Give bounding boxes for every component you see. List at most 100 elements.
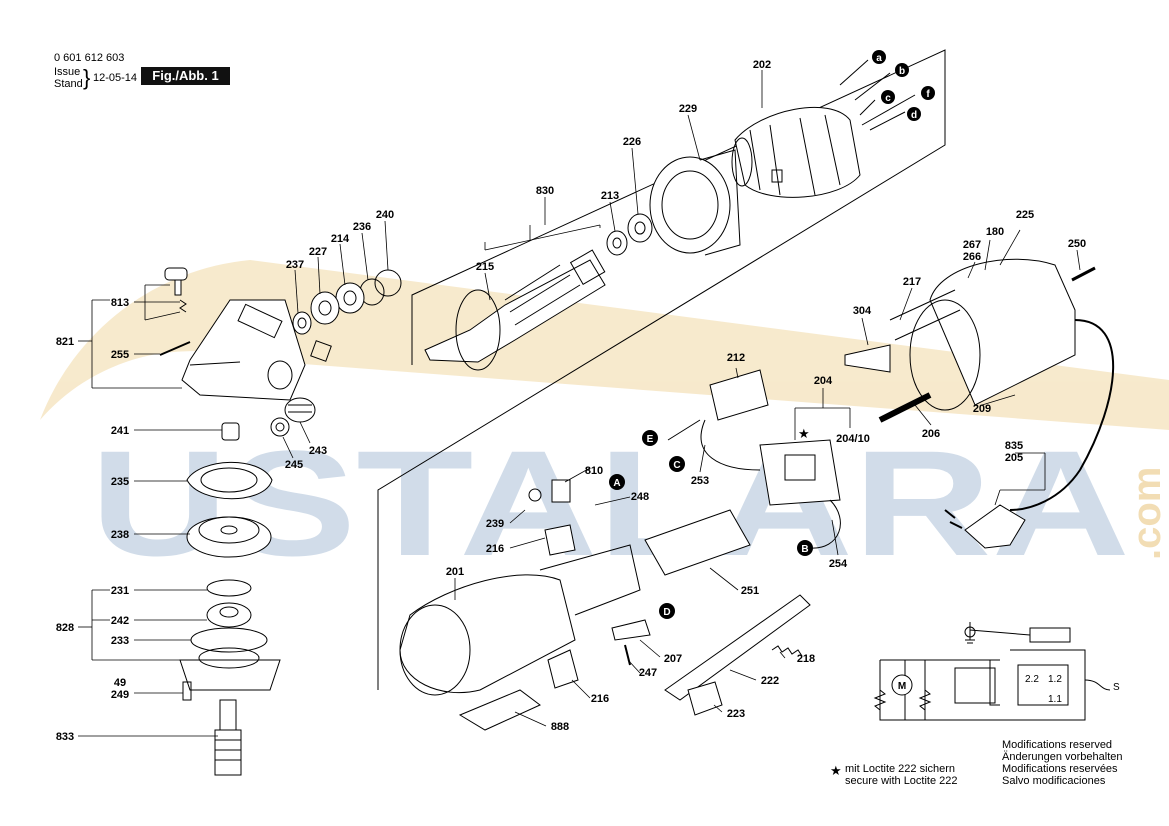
shell-217 [889, 289, 961, 341]
bevel-gear-238 [186, 516, 272, 558]
bearing-213 [606, 230, 628, 256]
switch-knob-223 [687, 681, 723, 716]
callout-253: 253 [691, 475, 709, 487]
schematic-1-1: 1.1 [1048, 694, 1062, 705]
badge-a: a [872, 50, 886, 64]
callout-238: 238 [111, 529, 129, 541]
loctite-note-en: secure with Loctite 222 [845, 775, 958, 787]
svg-text:c: c [885, 93, 891, 104]
sleeve-206 [878, 392, 932, 423]
callout-204: 204 [814, 375, 833, 387]
callout-229: 229 [679, 103, 697, 115]
callout-180: 180 [986, 226, 1004, 238]
callout-835: 835 [1005, 440, 1023, 452]
badge-c: c [881, 90, 895, 104]
callout-205: 205 [1005, 452, 1023, 464]
callout-209: 209 [973, 403, 991, 415]
callout-207: 207 [664, 653, 682, 665]
callout-239: 239 [486, 518, 504, 530]
callout-243: 243 [309, 445, 327, 457]
badge-C: C [669, 456, 685, 472]
callout-222: 222 [761, 675, 779, 687]
badge-f: f [921, 86, 935, 100]
screw-255 [159, 341, 191, 356]
wire-253 [700, 419, 761, 471]
callout-245: 245 [285, 459, 303, 471]
knob-813 [164, 267, 188, 313]
badges: a b c f d E C A B D [609, 50, 935, 619]
callout-225: 225 [1016, 209, 1034, 221]
callout-233: 233 [111, 635, 129, 647]
watermark-suffix: .com [1125, 467, 1169, 560]
callout-255: 255 [111, 349, 129, 361]
callout-49: 49 [114, 677, 126, 689]
leader-lines [78, 70, 1081, 737]
callout-235: 235 [111, 476, 129, 488]
schematic-m: M [898, 681, 906, 692]
callout-828: 828 [56, 622, 74, 634]
callout-213: 213 [601, 190, 619, 202]
issue-date: 12-05-14 [93, 72, 138, 84]
callout-249: 249 [111, 689, 129, 701]
svg-text:d: d [911, 110, 917, 121]
spindle-833 [214, 699, 242, 776]
callout-202: 202 [753, 59, 771, 71]
bearing-227 [310, 291, 340, 325]
callout-223: 223 [727, 708, 745, 720]
motor-symbol [891, 674, 913, 696]
stator-202 [731, 106, 861, 198]
needle-bearing-241 [221, 422, 240, 441]
slider-222 [664, 594, 811, 701]
badge-D: D [659, 603, 675, 619]
callout-830: 830 [536, 185, 554, 197]
callout-217: 217 [903, 276, 921, 288]
pcb-251 [644, 509, 751, 576]
callout-251: 251 [741, 585, 759, 597]
callout-212: 212 [727, 352, 745, 364]
screw-250 [1071, 266, 1096, 282]
badge-b: b [895, 63, 909, 77]
circlip-231 [206, 579, 252, 597]
callout-241: 241 [111, 425, 129, 437]
stator-screws [839, 59, 916, 131]
callout-214: 214 [331, 233, 350, 245]
callout-226: 226 [623, 136, 641, 148]
callout-247: 247 [639, 667, 657, 679]
badge-B: B [797, 540, 813, 556]
svg-text:C: C [673, 460, 680, 471]
bearing-flange-828 [179, 647, 281, 691]
bearing-214 [335, 282, 365, 314]
svg-text:A: A [613, 478, 620, 489]
wire-254 [809, 499, 841, 549]
svg-text:b: b [899, 66, 905, 77]
star-icon-switch: ★ [798, 427, 810, 442]
callout-218: 218 [797, 653, 815, 665]
bearing-226 [627, 213, 653, 243]
callout-248: 248 [631, 491, 649, 503]
cable-209 [1009, 319, 1115, 511]
svg-text:a: a [876, 53, 882, 64]
callout-227: 227 [309, 246, 327, 258]
brace-glyph: } [83, 65, 91, 90]
callouts: 202 229 226 830 213 215 240 236 214 227 … [56, 59, 1086, 743]
stand-label: Stand [54, 78, 83, 90]
svg-text:f: f [926, 89, 930, 100]
modifications-fr: Modifications reservées [1002, 763, 1118, 775]
motor-housing-225 [909, 258, 1076, 411]
bearing-242 [206, 602, 252, 628]
callout-240: 240 [376, 209, 394, 221]
callout-254: 254 [829, 558, 848, 570]
capacitor-212 [709, 369, 769, 421]
badge-A: A [609, 474, 625, 490]
callout-304: 304 [853, 305, 872, 317]
brush-207 [611, 619, 651, 641]
spacer-304-small [310, 340, 332, 362]
motor-housing-201 [399, 544, 641, 696]
wiring-schematic [873, 622, 1111, 721]
callout-888: 888 [551, 721, 569, 733]
callout-242: 242 [111, 615, 129, 627]
label-304 [844, 344, 891, 373]
modifications-es: Salvo modificaciones [1002, 775, 1106, 787]
callout-201: 201 [446, 566, 464, 578]
